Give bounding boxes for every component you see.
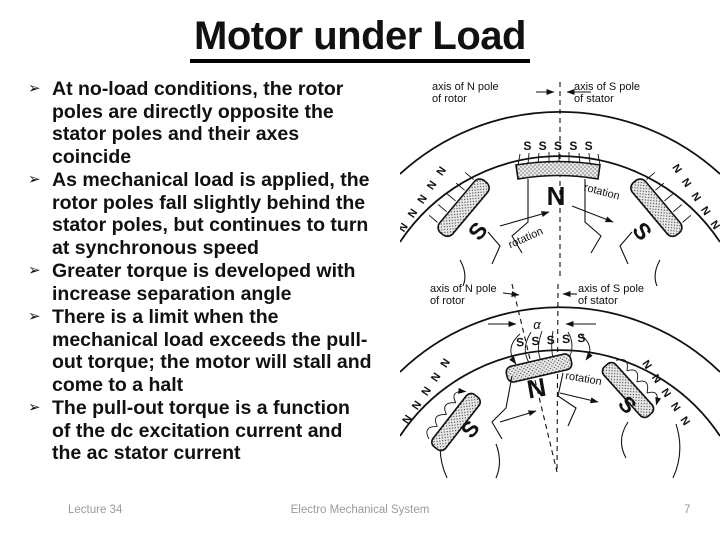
list-item: ➢ At no-load conditions, the rotor poles…	[20, 78, 412, 168]
footer-lecture-label: Lecture 34	[68, 504, 123, 516]
page-title: Motor under Load	[0, 14, 720, 63]
rotation-label: rotation	[582, 182, 621, 203]
axis-s-pole-label2: of stator	[574, 93, 614, 105]
bullet-text: The pull-out torque is a function of the…	[52, 397, 350, 464]
bullet-text: Greater torque is developed with increas…	[52, 260, 356, 305]
bullet-arrow-icon: ➢	[28, 171, 41, 188]
bullet-arrow-icon: ➢	[28, 308, 41, 325]
rotor-top-pole-shoe	[505, 353, 573, 383]
page-title-text: Motor under Load	[190, 14, 530, 63]
rotation-annotation-left: rotation	[499, 211, 550, 251]
rotor-left-pole	[428, 172, 490, 238]
flux-lines	[509, 330, 593, 365]
stator-right-n-letters: N N N N N	[639, 358, 693, 430]
stator-s-letters: S S S S S	[523, 139, 594, 153]
rotor-right-pole	[630, 172, 692, 238]
motor-no-load-diagram: axis of N pole of rotor axis of S pole o…	[400, 81, 720, 286]
rotor-body: N	[491, 372, 577, 440]
bullet-text: At no-load conditions, the rotor poles a…	[52, 78, 344, 168]
rotor-top-pole-shoe	[515, 160, 601, 180]
rotation-label: rotation	[507, 225, 545, 251]
footer-course-label: Electro Mechanical System	[290, 504, 430, 516]
angle-annotation: α	[488, 317, 596, 332]
stator-arcs	[400, 306, 720, 479]
rotation-annotation-right: rotation	[571, 182, 621, 223]
bullet-list: ➢ At no-load conditions, the rotor poles…	[20, 78, 412, 466]
list-item: ➢ The pull-out torque is a function of t…	[20, 397, 412, 465]
rotor-right-s-label: S	[627, 217, 657, 245]
rotor-n-pole-label: N	[547, 181, 566, 211]
stator-arcs	[400, 110, 720, 286]
motor-under-load-diagram: axis of N pole of rotor axis of S pole o…	[400, 283, 720, 479]
rotor-left-pole	[426, 385, 481, 452]
axis-labels: axis of N pole of rotor axis of S pole o…	[432, 81, 640, 105]
alpha-angle-label: α	[533, 317, 541, 332]
footer-page-number: 7	[684, 504, 691, 516]
bullet-text: There is a limit when the mechanical loa…	[52, 306, 372, 396]
rotor-right-pole	[601, 358, 664, 419]
list-item: ➢ As mechanical load is applied, the rot…	[20, 169, 412, 259]
stator-top-pole: S S S S S	[505, 330, 593, 383]
axis-n-pole-label2: of rotor	[432, 93, 467, 105]
bullet-text: As mechanical load is applied, the rotor…	[52, 169, 370, 259]
rotor-body: N	[487, 179, 633, 265]
rotor-left-s-label: S	[463, 217, 493, 245]
slide-footer: Lecture 34 Electro Mechanical System 7	[0, 504, 720, 524]
axis-s-pole-label: axis of S pole	[578, 283, 644, 295]
axis-n-pole-label: axis of N pole	[430, 283, 497, 295]
list-item: ➢ Greater torque is developed with incre…	[20, 260, 412, 305]
axis-dashed-lines	[511, 283, 559, 473]
axis-labels: axis of N pole of rotor axis of S pole o…	[430, 283, 644, 307]
bullet-arrow-icon: ➢	[28, 80, 41, 97]
axis-n-pole-label2: of rotor	[430, 295, 465, 307]
rotor-n-pole-label: N	[525, 372, 549, 405]
list-item: ➢ There is a limit when the mechanical l…	[20, 306, 412, 396]
axis-s-pole-label: axis of S pole	[574, 81, 640, 93]
bullet-arrow-icon: ➢	[28, 399, 41, 416]
rotation-label: rotation	[564, 370, 602, 388]
bullet-arrow-icon: ➢	[28, 262, 41, 279]
axis-s-pole-label2: of stator	[578, 295, 618, 307]
axis-n-pole-label: axis of N pole	[432, 81, 499, 93]
stator-top-pole: S S S S S	[515, 139, 601, 180]
